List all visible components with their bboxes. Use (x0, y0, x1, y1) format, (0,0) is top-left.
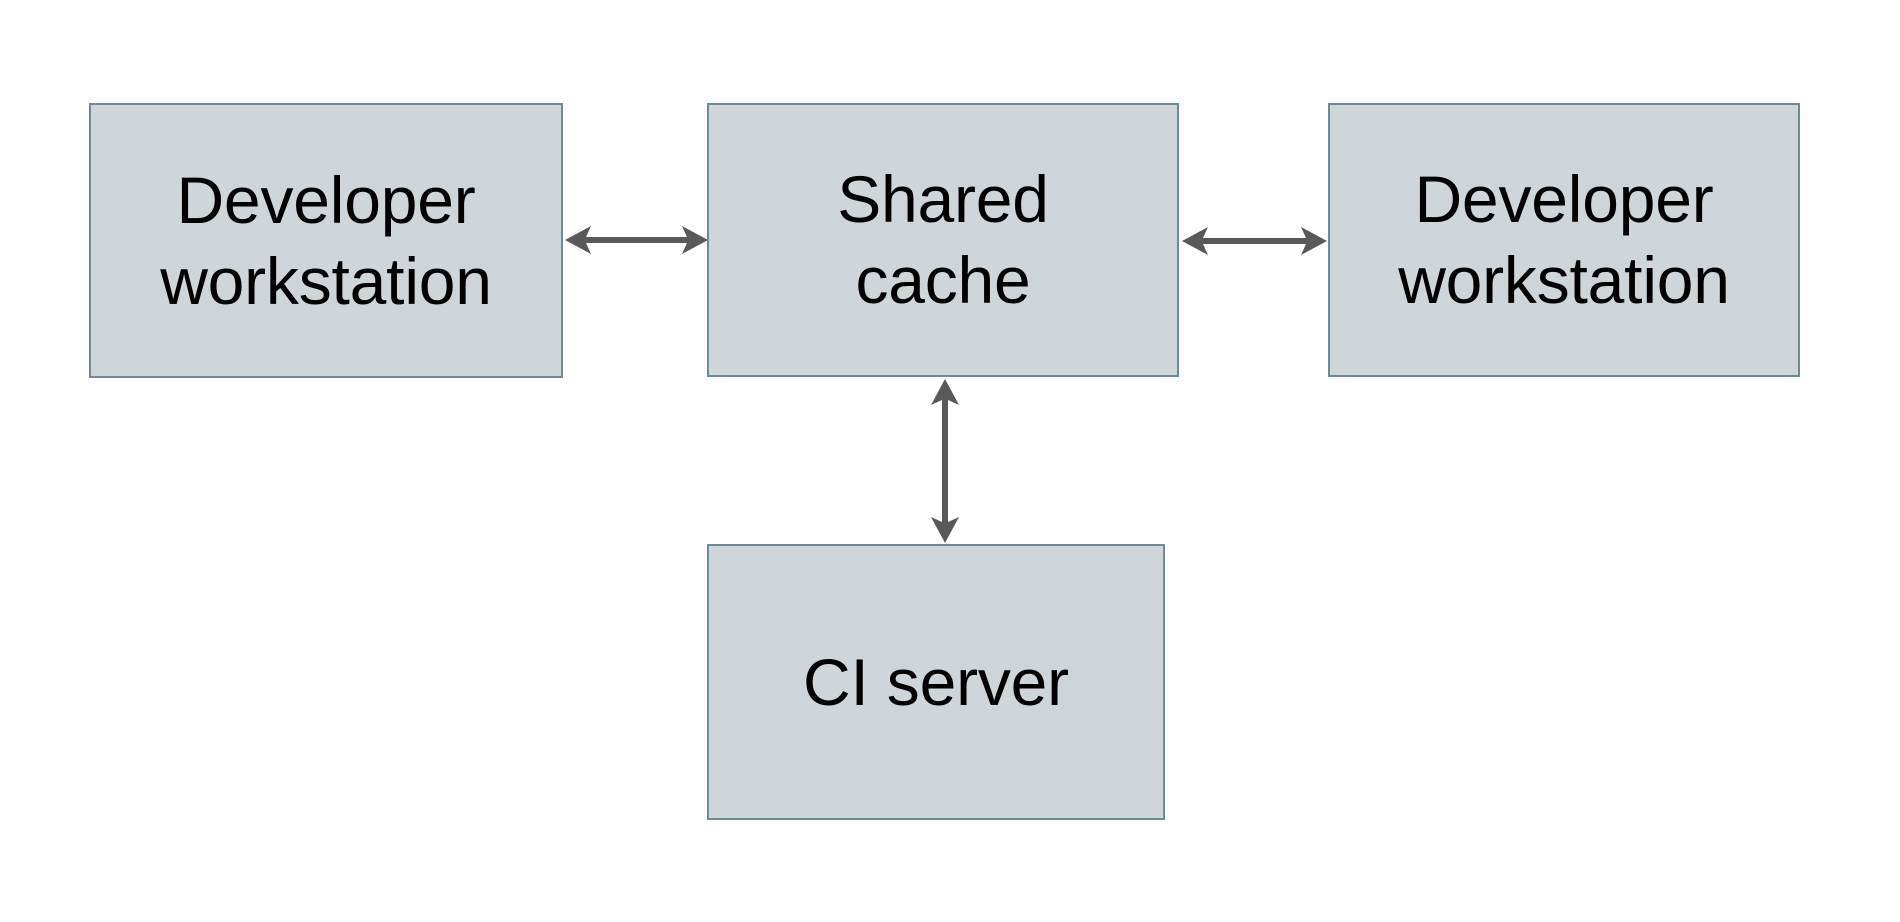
bidirectional-arrow-icon (565, 226, 708, 254)
node-label: Developer workstation (160, 162, 492, 318)
node-developer-workstation-right[interactable]: Developer workstation (1328, 103, 1800, 377)
node-label: Shared cache (837, 162, 1049, 317)
edge-shared-cache-to-dev-right (1182, 223, 1327, 259)
bidirectional-arrow-icon (931, 379, 959, 543)
edge-dev-left-to-shared-cache (565, 222, 708, 258)
edge-shared-cache-to-ci-server (927, 379, 963, 543)
node-label: Developer workstation (1398, 162, 1730, 317)
node-label: CI server (803, 644, 1069, 719)
node-shared-cache[interactable]: Shared cache (707, 103, 1179, 377)
node-developer-workstation-left[interactable]: Developer workstation (89, 103, 563, 378)
node-ci-server[interactable]: CI server (707, 544, 1165, 820)
bidirectional-arrow-icon (1182, 227, 1327, 255)
